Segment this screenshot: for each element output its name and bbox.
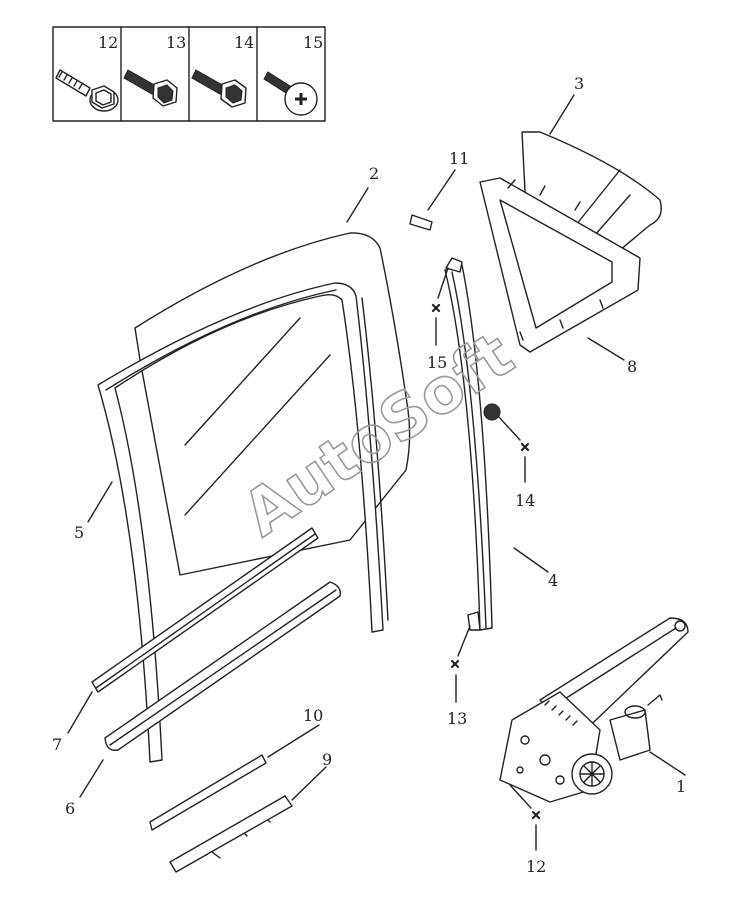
phillips-screw-icon xyxy=(263,71,318,116)
callout-labels: 1 2 3 4 5 6 7 8 9 10 11 12 13 14 15 xyxy=(52,74,686,876)
callout-12: 12 xyxy=(526,857,546,876)
screw-mark-15 xyxy=(431,303,441,313)
part-6-outer-belt-strip xyxy=(104,581,341,751)
callout-7: 7 xyxy=(52,735,62,754)
hex-bolt-icon xyxy=(123,69,178,107)
part-7-inner-belt-strip xyxy=(91,527,319,693)
callout-14: 14 xyxy=(515,491,535,510)
callout-15: 15 xyxy=(427,353,447,372)
callout-3: 3 xyxy=(574,74,584,93)
part-2-door-glass xyxy=(134,232,411,576)
screw-mark-13 xyxy=(450,659,460,669)
callout-10: 10 xyxy=(303,706,323,725)
callout-4: 4 xyxy=(548,571,558,590)
callout-11: 11 xyxy=(449,149,469,168)
part-11-clip xyxy=(409,214,433,231)
part-1-window-regulator xyxy=(499,617,689,803)
legend-label-12: 12 xyxy=(98,33,118,52)
flange-bolt-icon xyxy=(191,69,247,108)
callout-2: 2 xyxy=(369,164,379,183)
part-5-run-channel xyxy=(97,282,389,763)
callout-leaders xyxy=(67,94,686,801)
part-4-rear-guide-rail xyxy=(444,257,501,631)
flange-bolt-icon xyxy=(55,69,119,112)
legend-label-15: 15 xyxy=(303,33,323,52)
callout-1: 1 xyxy=(676,777,686,796)
screw-mark-14 xyxy=(520,442,530,452)
fastener-legend-panel: 12 13 14 15 xyxy=(52,26,326,122)
part-8-quarter-glass-frame xyxy=(479,177,641,353)
legend-label-14: 14 xyxy=(234,33,254,52)
callout-13: 13 xyxy=(447,709,467,728)
fastener-markers xyxy=(431,267,541,851)
screw-mark-12 xyxy=(531,810,541,820)
part-10-strip xyxy=(149,754,267,831)
callout-6: 6 xyxy=(65,799,75,818)
callout-9: 9 xyxy=(322,750,332,769)
callout-8: 8 xyxy=(627,357,637,376)
legend-label-13: 13 xyxy=(166,33,186,52)
part-9-bracket-strip xyxy=(169,795,293,873)
callout-5: 5 xyxy=(74,523,84,542)
